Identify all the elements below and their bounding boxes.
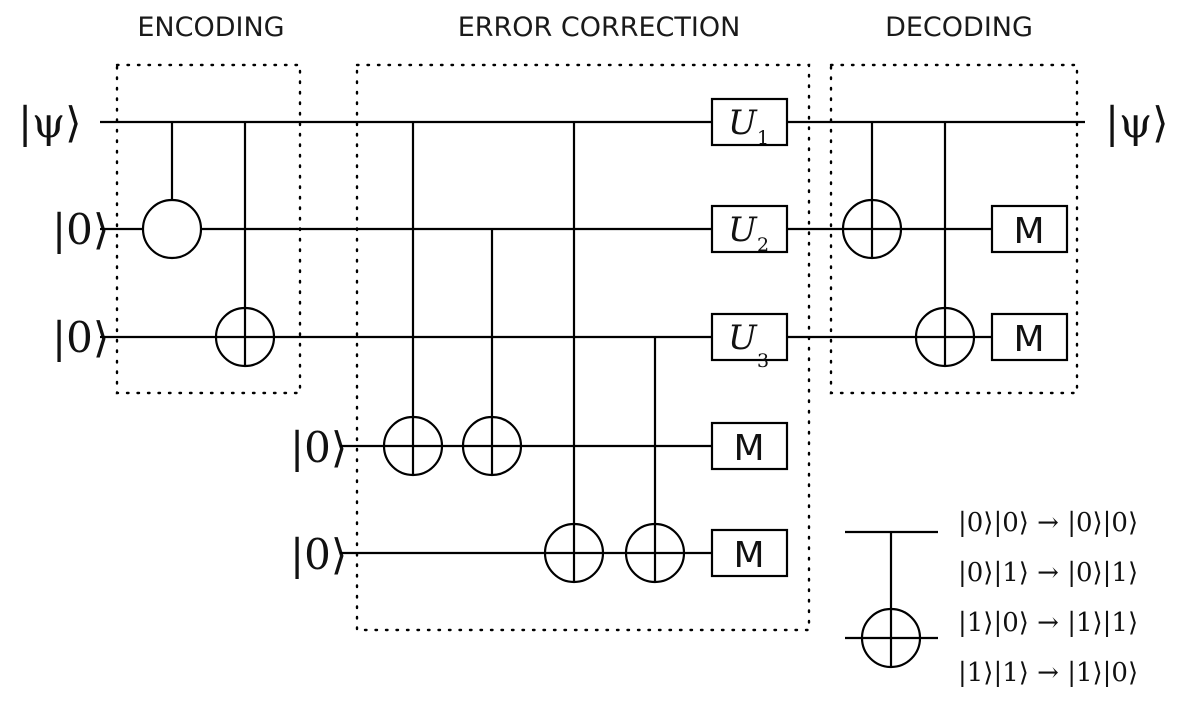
svg-text:U: U (728, 103, 758, 143)
svg-text:3: 3 (757, 350, 769, 372)
gate-u2: U 2 (710, 204, 789, 256)
error-correction-box (355, 63, 811, 632)
truth-row: |1⟩|0⟩ → |1⟩|1⟩ (958, 608, 1138, 638)
truth-row: |1⟩|1⟩ → |1⟩|0⟩ (958, 658, 1138, 688)
svg-text:1: 1 (757, 127, 769, 149)
input-label-q3: |0⟩ (52, 313, 109, 362)
measure-ancilla-2: M (710, 528, 789, 578)
gate-u3: U 3 (710, 312, 789, 372)
encoding-cnot-2 (214, 122, 276, 368)
svg-text:U: U (728, 318, 758, 358)
measure-q2: M (990, 204, 1069, 254)
svg-text:M: M (733, 535, 764, 576)
svg-text:2: 2 (757, 234, 769, 256)
svg-text:M: M (1013, 319, 1044, 360)
section-title-decoding: DECODING (885, 12, 1033, 43)
truth-row: |0⟩|1⟩ → |0⟩|1⟩ (958, 558, 1138, 588)
ec-cnot-q3-a2 (624, 337, 686, 584)
legend-truth-table: |0⟩|0⟩ → |0⟩|0⟩ |0⟩|1⟩ → |0⟩|1⟩ |1⟩|0⟩ →… (958, 508, 1138, 688)
svg-text:U: U (728, 210, 758, 250)
input-label-ancilla-2: |0⟩ (290, 530, 347, 579)
input-label-psi: |ψ⟩ (18, 98, 81, 147)
ec-cnot-q1-a1 (382, 122, 444, 477)
truth-row: |0⟩|0⟩ → |0⟩|0⟩ (958, 508, 1138, 538)
svg-text:M: M (1013, 211, 1044, 252)
ec-cnot-q2-a1 (461, 229, 523, 477)
output-label-psi: |ψ⟩ (1105, 98, 1168, 147)
section-title-encoding: ENCODING (137, 12, 284, 43)
input-label-ancilla-1: |0⟩ (290, 423, 347, 472)
ec-cnot-q1-a2 (543, 122, 605, 584)
gate-u1: U 1 (710, 97, 789, 149)
target-circle (141, 198, 203, 260)
svg-text:M: M (733, 428, 764, 469)
measure-q3: M (990, 312, 1069, 362)
decoding-cnot-2 (914, 122, 976, 368)
legend-cnot-symbol (845, 530, 938, 669)
input-label-q2: |0⟩ (52, 205, 109, 254)
section-title-error-correction: ERROR CORRECTION (458, 12, 741, 43)
encoding-cnot-1 (141, 122, 203, 260)
decoding-box (829, 63, 1079, 395)
measure-ancilla-1: M (710, 421, 789, 471)
decoding-cnot-1 (841, 122, 903, 260)
